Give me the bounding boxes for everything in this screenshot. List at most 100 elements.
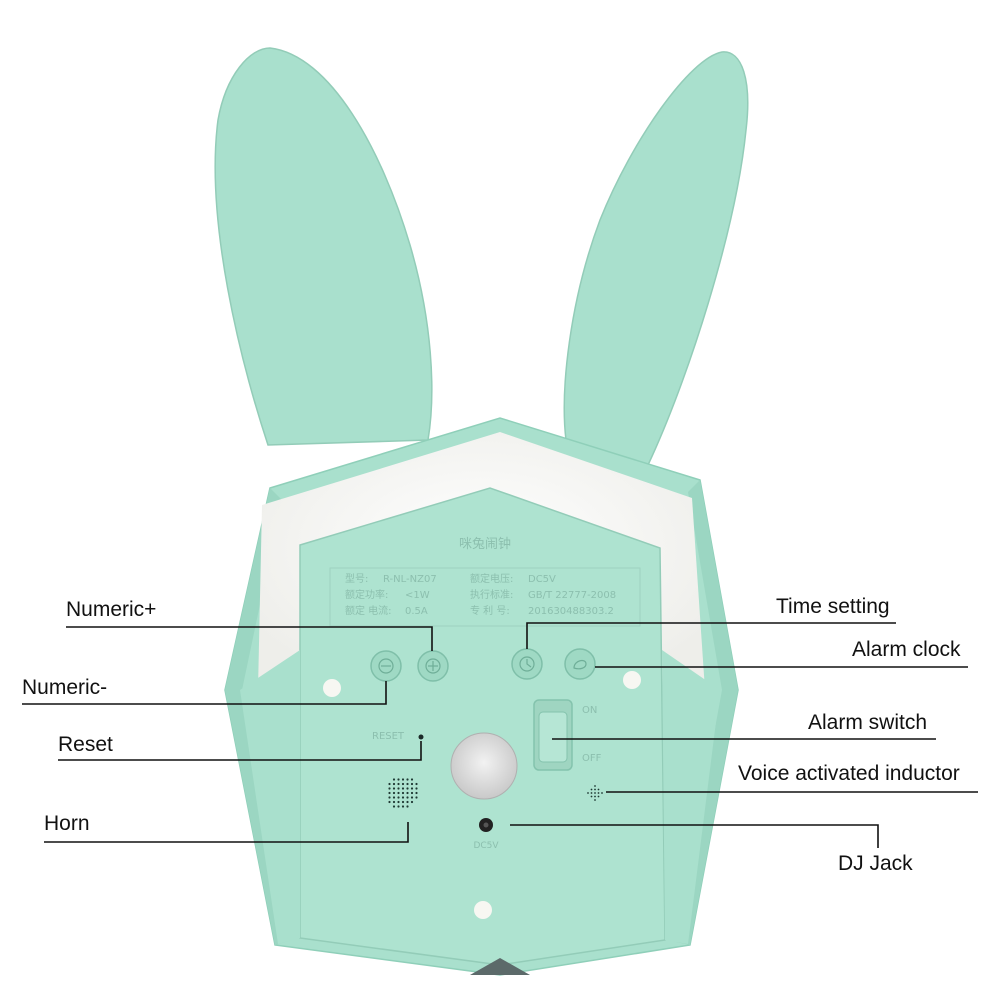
leader-reset	[58, 741, 422, 761]
dc-jack-label: DC5V	[473, 841, 499, 851]
grille-hole	[601, 792, 603, 794]
grille-hole	[410, 778, 414, 781]
bottom-indicator-light	[474, 901, 492, 919]
left-side-panel	[225, 488, 292, 945]
grille-hole	[410, 787, 414, 790]
callout-horn: Horn	[44, 812, 90, 835]
time-setting-button[interactable]	[511, 648, 543, 680]
grille-hole	[401, 805, 405, 808]
grille-hole	[392, 800, 396, 804]
leader-numeric-minus	[22, 681, 387, 705]
grille-hole	[388, 782, 391, 786]
callout-dj-jack: DJ Jack	[838, 852, 913, 875]
grille-hole	[392, 787, 396, 790]
switch-off-label: OFF	[582, 753, 602, 764]
callout-numeric-plus: Numeric+	[66, 598, 157, 621]
label-cell: 执行标准:	[470, 588, 513, 601]
grille-hole	[392, 805, 396, 808]
grille-hole	[388, 796, 391, 799]
grille-hole	[406, 805, 409, 808]
center-lens	[450, 732, 518, 800]
grille-hole	[401, 778, 405, 781]
grille-hole	[415, 782, 418, 786]
grille-hole	[410, 800, 414, 804]
right-side-panel	[676, 480, 738, 945]
callout-numeric-minus: Numeric-	[22, 676, 108, 699]
grille-hole	[410, 796, 414, 799]
grille-hole	[392, 782, 396, 786]
right-ear	[563, 51, 749, 466]
grille-hole	[392, 778, 396, 781]
grille-hole	[406, 796, 409, 799]
grille-hole	[410, 791, 414, 795]
label-cell: <1W	[405, 590, 430, 601]
left-indicator-light	[323, 679, 341, 697]
grille-hole	[388, 787, 391, 790]
label-cell: 201630488303.2	[528, 606, 614, 617]
alarm-clock-button[interactable]	[564, 648, 596, 680]
grille-hole	[415, 796, 418, 799]
grille-hole	[594, 785, 596, 787]
grille-hole	[392, 796, 396, 799]
alarm-switch[interactable]	[533, 699, 573, 771]
grille-hole	[397, 805, 400, 808]
reset-label: RESET	[372, 731, 405, 742]
grille-hole	[401, 791, 405, 795]
switch-on-label: ON	[582, 705, 597, 716]
callout-reset: Reset	[58, 733, 113, 756]
callout-alarm-clock: Alarm clock	[852, 638, 961, 661]
label-frame	[329, 567, 641, 627]
label-cell: 额定电压:	[470, 572, 513, 585]
grille-hole	[388, 791, 391, 795]
horn-grille	[388, 778, 418, 808]
grille-hole	[406, 800, 409, 804]
grille-hole	[594, 788, 596, 791]
grille-hole	[401, 782, 405, 786]
grille-hole	[401, 800, 405, 804]
grille-hole	[406, 778, 409, 781]
label-cell: GB/T 22777-2008	[528, 590, 616, 601]
left-ear	[214, 47, 433, 446]
grille-hole	[587, 792, 589, 794]
grille-hole	[590, 788, 593, 791]
back-plate	[299, 487, 666, 966]
label-cell: R-NL-NZ07	[383, 574, 437, 585]
leader-horn	[44, 822, 409, 843]
grille-hole	[410, 782, 414, 786]
grille-hole	[597, 795, 600, 798]
right-indicator-light	[623, 671, 641, 689]
label-cell: 型号:	[345, 572, 368, 585]
reset-pinhole[interactable]	[418, 734, 424, 740]
grille-hole	[397, 778, 400, 781]
grille-hole	[392, 791, 396, 795]
grille-hole	[401, 796, 405, 799]
voice-inductor-mic	[587, 785, 603, 801]
numeric-minus-button[interactable]	[370, 650, 402, 682]
grille-hole	[594, 792, 596, 794]
leader-lines	[22, 622, 978, 848]
numeric-plus-button[interactable]	[417, 650, 449, 682]
leader-numeric-plus	[66, 626, 433, 651]
label-cell: DC5V	[528, 574, 556, 585]
grille-hole	[597, 788, 600, 791]
product-name-label: 咪兔闹钟	[459, 536, 511, 552]
bottom-notch	[470, 958, 530, 975]
grille-hole	[388, 800, 391, 804]
callout-voice-inductor: Voice activated inductor	[738, 762, 960, 785]
grille-hole	[397, 796, 400, 799]
label-cell: 额定 电流:	[345, 604, 392, 617]
label-cell: 0.5A	[405, 606, 428, 617]
grille-hole	[406, 782, 409, 786]
callout-time-setting: Time setting	[776, 595, 890, 618]
lower-right-panel	[662, 650, 720, 944]
callout-alarm-switch: Alarm switch	[808, 711, 928, 734]
grille-hole	[594, 795, 596, 798]
grille-hole	[597, 792, 600, 794]
grille-hole	[397, 791, 400, 795]
lower-left-panel	[240, 650, 300, 944]
grille-hole	[397, 782, 400, 786]
grille-hole	[415, 787, 418, 790]
grille-hole	[594, 799, 596, 801]
leader-time-setting	[526, 622, 896, 649]
